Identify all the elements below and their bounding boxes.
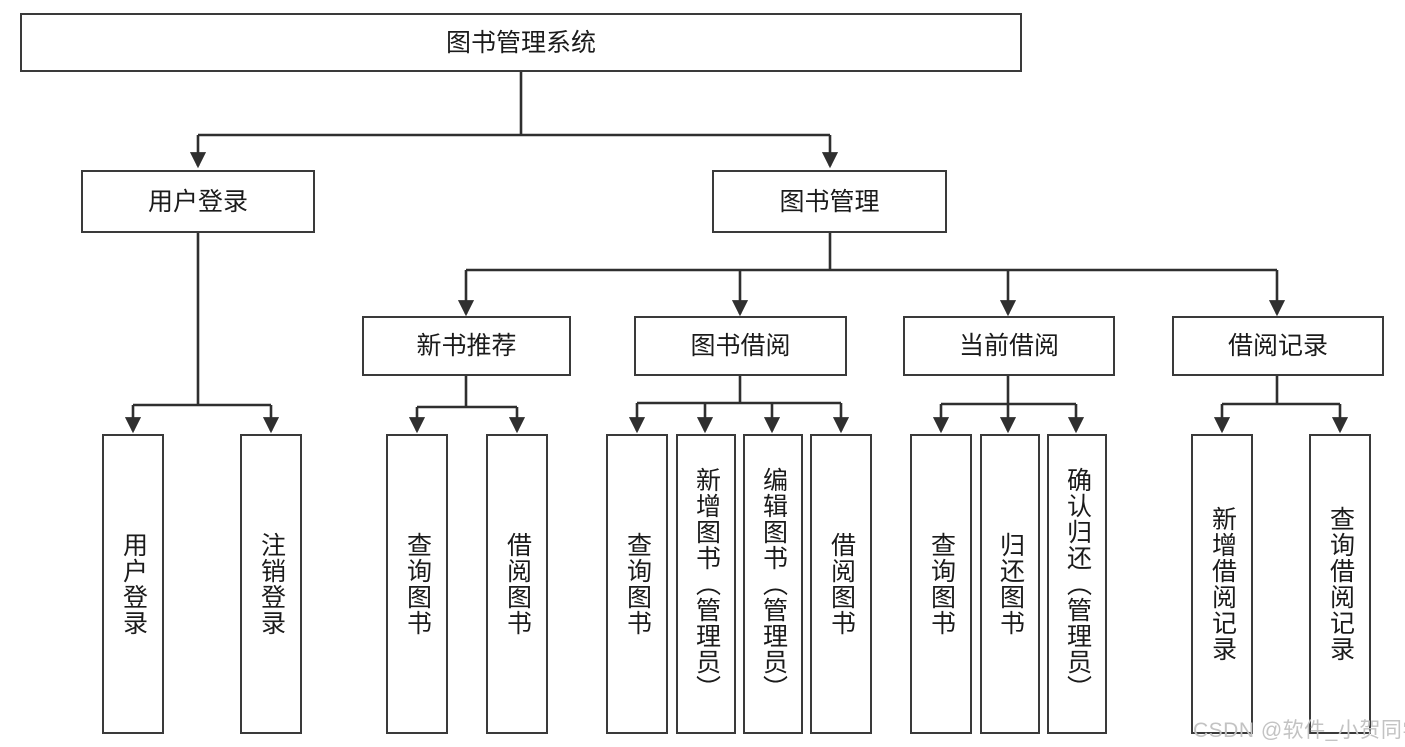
leaf-book-borrow-edit-book-admin[interactable]: 编辑图书（管理员） <box>743 434 803 734</box>
node-label: 借阅记录 <box>1227 332 1328 360</box>
node-label: 用户登录 <box>119 532 148 636</box>
leaf-user-login-login[interactable]: 用户登录 <box>102 434 164 734</box>
node-book-management[interactable]: 图书管理 <box>712 170 947 233</box>
node-label: 图书管理 <box>779 187 880 216</box>
leaf-book-borrow-borrow-book[interactable]: 借阅图书 <box>810 434 872 734</box>
leaf-current-borrow-return-book[interactable]: 归还图书 <box>980 434 1040 734</box>
node-label: 归还图书 <box>996 532 1025 636</box>
node-label: 新书推荐 <box>416 332 517 360</box>
node-new-book-recommend[interactable]: 新书推荐 <box>362 316 571 376</box>
node-label: 查询图书 <box>403 532 432 636</box>
leaf-current-borrow-query-book[interactable]: 查询图书 <box>910 434 972 734</box>
node-label: 借阅图书 <box>827 532 856 636</box>
node-borrow-record[interactable]: 借阅记录 <box>1172 316 1384 376</box>
leaf-borrow-record-add-record[interactable]: 新增借阅记录 <box>1191 434 1253 734</box>
node-label: 图书借阅 <box>690 332 791 360</box>
node-label: 新增图书（管理员） <box>692 467 721 701</box>
leaf-borrow-record-query-record[interactable]: 查询借阅记录 <box>1309 434 1371 734</box>
leaf-book-borrow-query-book[interactable]: 查询图书 <box>606 434 668 734</box>
leaf-book-borrow-add-book-admin[interactable]: 新增图书（管理员） <box>676 434 736 734</box>
leaf-user-login-logout[interactable]: 注销登录 <box>240 434 302 734</box>
node-label: 借阅图书 <box>503 532 532 636</box>
node-label: 当前借阅 <box>958 332 1059 360</box>
node-label: 新增借阅记录 <box>1208 506 1237 662</box>
leaf-new-book-query-book[interactable]: 查询图书 <box>386 434 448 734</box>
node-label: 查询图书 <box>623 532 652 636</box>
leaf-new-book-borrow-book[interactable]: 借阅图书 <box>486 434 548 734</box>
node-user-login[interactable]: 用户登录 <box>81 170 315 233</box>
node-root-book-management-system[interactable]: 图书管理系统 <box>20 13 1022 72</box>
node-current-borrow[interactable]: 当前借阅 <box>903 316 1115 376</box>
csdn-watermark: CSDN @软件_小贺同学 <box>1193 719 1405 742</box>
node-label: 用户登录 <box>147 187 248 216</box>
node-book-borrow[interactable]: 图书借阅 <box>634 316 847 376</box>
node-label: 查询借阅记录 <box>1326 506 1355 662</box>
node-label: 注销登录 <box>257 532 286 636</box>
node-label: 查询图书 <box>927 532 956 636</box>
node-label: 图书管理系统 <box>445 28 596 57</box>
leaf-current-borrow-confirm-return-admin[interactable]: 确认归还（管理员） <box>1047 434 1107 734</box>
node-label: 确认归还（管理员） <box>1063 467 1092 701</box>
node-label: 编辑图书（管理员） <box>759 467 788 701</box>
